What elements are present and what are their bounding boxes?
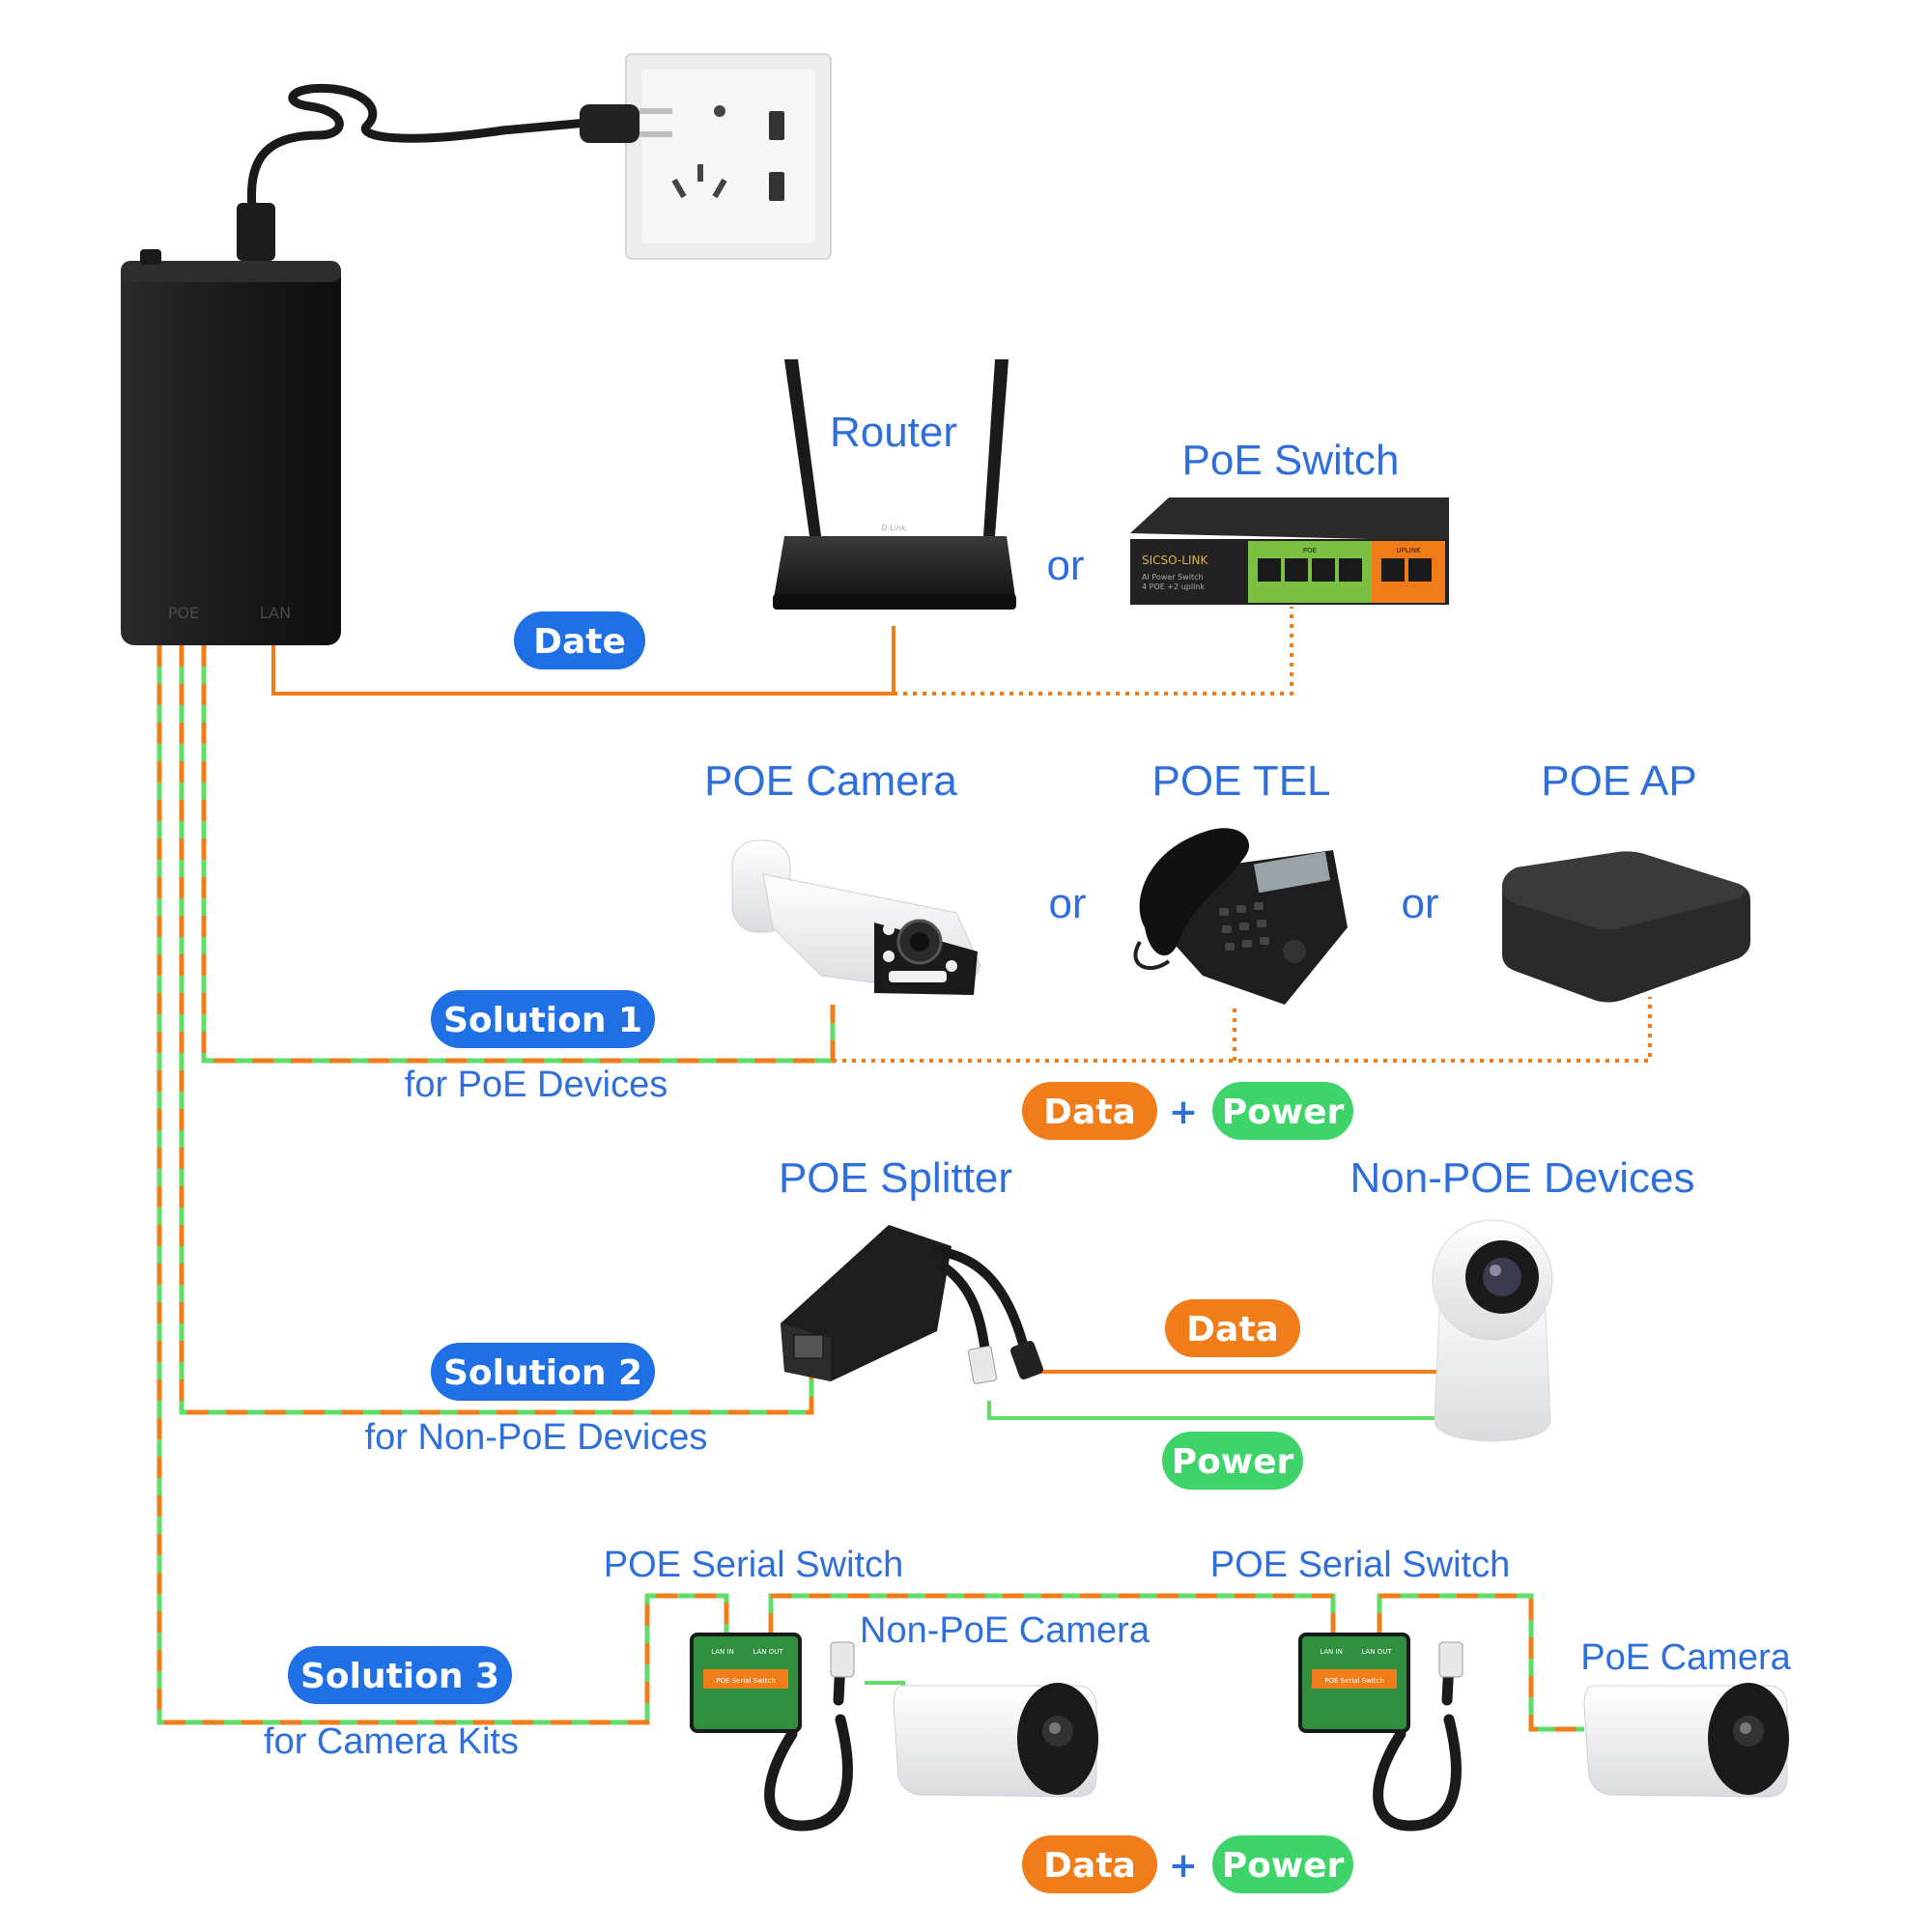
- power-pill-2-text: Power: [1222, 1846, 1345, 1886]
- solution1-subtitle: for PoE Devices: [405, 1065, 668, 1105]
- poe-camera-device: [731, 839, 981, 996]
- serial-switch-1-lan-out: LAN OUT: [753, 1648, 783, 1656]
- injector-port-lan: LAN: [260, 604, 291, 622]
- solution2-pill-text: Solution 2: [443, 1353, 642, 1393]
- poe-splitter-device: [781, 1225, 1043, 1384]
- kit-camera-poe: [1583, 1683, 1789, 1798]
- data-pill-1: Data: [1022, 1082, 1157, 1140]
- plus-2: +: [1169, 1846, 1198, 1886]
- kit-out-wire-base: [1377, 1593, 1584, 1732]
- poe-tel-label: POE TEL: [1151, 757, 1330, 805]
- kit-camera-non-poe: [893, 1683, 1098, 1798]
- solution3-pill-text: Solution 3: [300, 1657, 499, 1696]
- power-pill-splitter: Power: [1162, 1432, 1303, 1490]
- serial-switch-2-name: POE Serial Switch: [1324, 1677, 1384, 1685]
- date-pill: Date: [514, 611, 645, 669]
- poe-switch-label: PoE Switch: [1182, 437, 1400, 484]
- data-pill-splitter-text: Data: [1186, 1310, 1279, 1350]
- wall-socket: [625, 53, 832, 260]
- non-poe-camera-device: [1432, 1219, 1553, 1442]
- splitter-power-wire: [987, 1401, 1439, 1420]
- poe-camera-kit-label: PoE Camera: [1580, 1637, 1791, 1678]
- switch-data-wire-dotted: [894, 607, 1293, 696]
- poe-ap-device: [1502, 851, 1750, 1003]
- or-router-switch: or: [1046, 542, 1084, 589]
- switch-poe-label: POE: [1303, 547, 1317, 554]
- or-camera-tel: or: [1048, 880, 1086, 927]
- non-poe-devices-label: Non-POE Devices: [1350, 1154, 1694, 1202]
- poe-injector: POE LAN: [121, 203, 341, 645]
- data-pill-splitter: Data: [1165, 1299, 1300, 1357]
- power-pill-1: Power: [1212, 1082, 1353, 1140]
- solution2-pill: Solution 2: [431, 1343, 655, 1401]
- solution2-wire-stripe: [179, 645, 814, 1415]
- serial-switch-1: LAN IN LAN OUT POE Serial Switch: [690, 1633, 855, 1832]
- switch-uplink-label: UPLINK: [1396, 547, 1421, 554]
- power-pill-1-text: Power: [1222, 1093, 1345, 1132]
- serial-switch-2-lan-out: LAN OUT: [1361, 1648, 1392, 1656]
- poe-tel-device: [1133, 828, 1348, 1005]
- serial-switch-label-1: POE Serial Switch: [604, 1545, 903, 1585]
- power-pill-2: Power: [1212, 1835, 1353, 1893]
- switch-brand: SICSO-LINK: [1142, 554, 1208, 567]
- wires: [156, 607, 1652, 1732]
- solution3-subtitle: for Camera Kits: [264, 1721, 519, 1762]
- poe-splitter-label: POE Splitter: [779, 1154, 1012, 1202]
- lan-data-wire: [271, 626, 895, 696]
- data-pill-2: Data: [1022, 1835, 1157, 1893]
- serial-switch-2: LAN IN LAN OUT POE Serial Switch: [1298, 1633, 1463, 1832]
- date-pill-text: Date: [533, 622, 626, 662]
- injector-port-poe: POE: [168, 604, 199, 622]
- router: D-Link: [773, 359, 1016, 610]
- non-poe-camera-label: Non-PoE Camera: [860, 1610, 1151, 1651]
- power-pill-splitter-text: Power: [1172, 1442, 1294, 1482]
- data-pill-1-text: Data: [1043, 1093, 1136, 1132]
- power-plug: [580, 104, 672, 143]
- serial-switch-1-lan-in: LAN IN: [711, 1648, 734, 1656]
- poe-camera-label: POE Camera: [704, 757, 957, 805]
- solution3-wire-stripe: [156, 645, 729, 1725]
- serial-link-wire-stripe: [768, 1593, 1336, 1634]
- power-cord: [246, 83, 613, 222]
- solution1-pill-text: Solution 1: [443, 1001, 642, 1040]
- router-label: Router: [830, 409, 957, 456]
- serial-switch-label-2: POE Serial Switch: [1210, 1545, 1510, 1585]
- solution1-pill: Solution 1: [431, 990, 655, 1048]
- data-pill-2-text: Data: [1043, 1846, 1136, 1886]
- switch-desc2: 4 POE +2 uplink: [1142, 582, 1205, 591]
- solution2-subtitle: for Non-PoE Devices: [365, 1417, 708, 1458]
- solution1-dotted-wire: [833, 997, 1652, 1063]
- poe-ap-label: POE AP: [1541, 757, 1696, 805]
- serial-switch-1-name: POE Serial Switch: [716, 1677, 776, 1685]
- poe-switch: SICSO-LINK AI Power Switch 4 POE +2 upli…: [1130, 497, 1449, 605]
- solution3-pill: Solution 3: [288, 1646, 512, 1704]
- svg-text:D-Link: D-Link: [881, 524, 906, 532]
- serial-switch-2-lan-in: LAN IN: [1320, 1648, 1343, 1656]
- or-tel-ap: or: [1401, 880, 1438, 927]
- switch-desc1: AI Power Switch: [1142, 573, 1204, 582]
- solution1-wire-stripe: [201, 645, 836, 1064]
- plus-1: +: [1169, 1093, 1198, 1132]
